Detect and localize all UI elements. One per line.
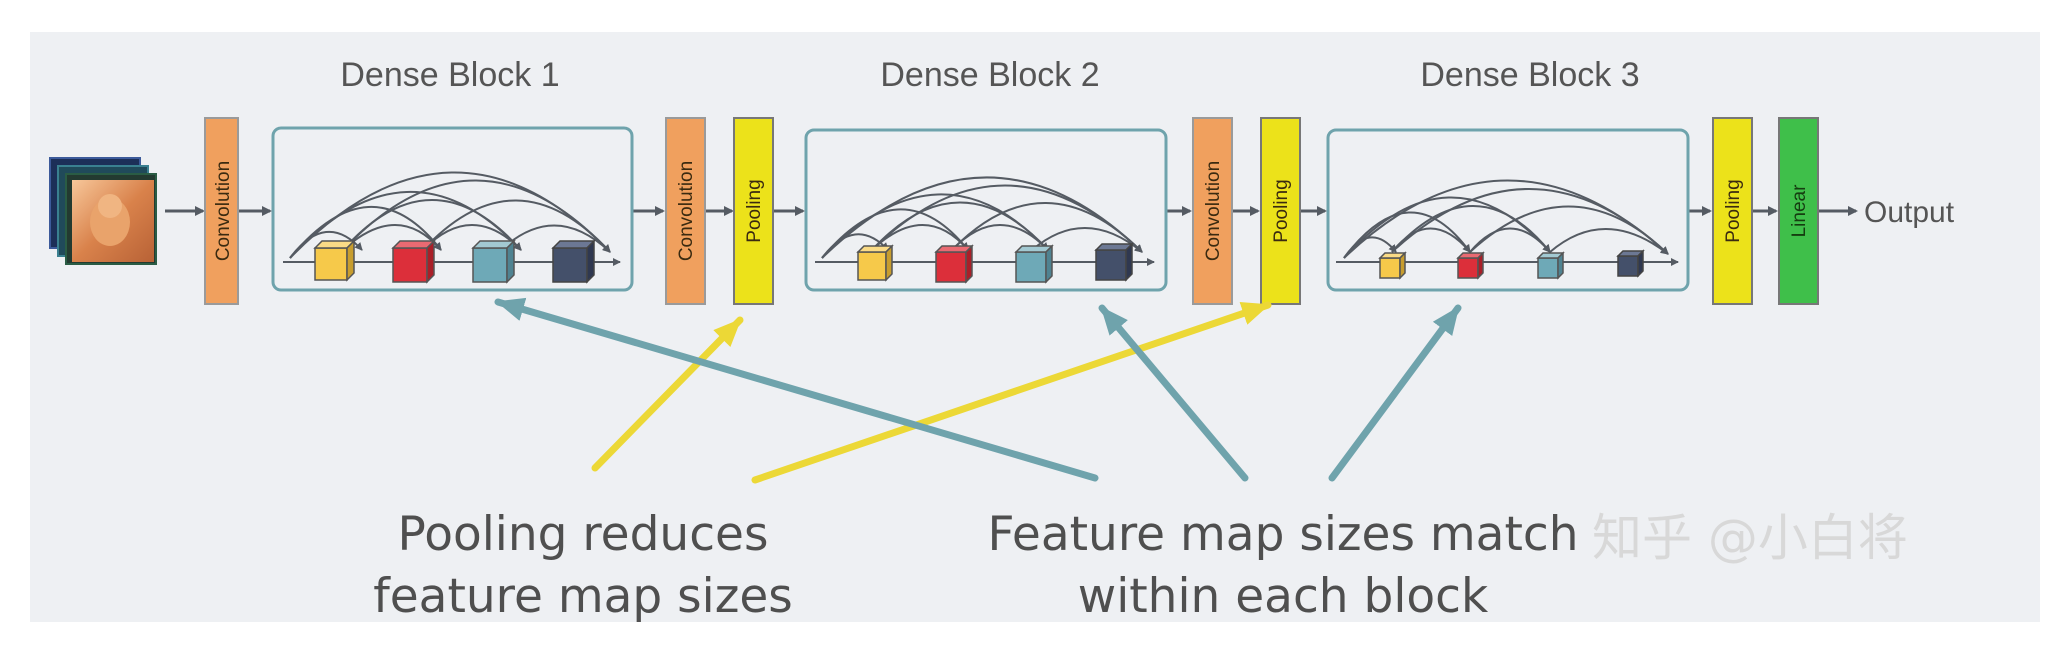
pooling-label: Pooling <box>1271 179 1292 242</box>
feature-map-cube-yellow <box>1378 251 1407 280</box>
convolution-label: Convolution <box>1203 161 1224 261</box>
watermark: 知乎 @小白将 <box>1592 509 1908 567</box>
pooling-layer-1: Pooling <box>733 117 774 305</box>
feature-map-cube-red <box>934 244 974 284</box>
feature-map-cube-navy <box>1616 249 1645 278</box>
block-pointer-arrow-2 <box>1098 304 1249 482</box>
dense-block-1 <box>271 126 634 292</box>
pooling-layer-3: Pooling <box>1712 117 1753 305</box>
feature-map-cube-navy <box>551 239 596 284</box>
feature-caption-line-1: Feature map sizes match <box>987 507 1578 562</box>
feature-map-cube-red <box>1456 251 1485 280</box>
dense-block-1-title: Dense Block 1 <box>340 56 559 94</box>
feature-map-cube-red <box>391 239 436 284</box>
convolution-label: Convolution <box>213 161 234 261</box>
dense-block-3-title: Dense Block 3 <box>1420 56 1639 94</box>
dense-block-2 <box>804 128 1168 292</box>
feature-caption-line-2: within each block <box>1078 569 1489 624</box>
dense-block-3 <box>1326 128 1690 292</box>
feature-map-cube-yellow <box>856 244 894 282</box>
block-pointer-arrow-3 <box>1328 304 1462 482</box>
pooling-label: Pooling <box>1723 179 1744 242</box>
output-label: Output <box>1864 196 1955 229</box>
convolution-layer-1: Convolution <box>204 117 239 305</box>
dense-block-2-title: Dense Block 2 <box>880 56 1099 94</box>
linear-label: Linear <box>1789 184 1810 237</box>
convolution-label: Convolution <box>676 161 697 261</box>
pooling-caption-line-1: Pooling reduces <box>398 507 769 562</box>
pooling-layer-2: Pooling <box>1260 117 1301 305</box>
feature-map-cube-yellow <box>313 239 356 282</box>
pooling-caption-line-2: feature map sizes <box>373 569 793 624</box>
block-pointer-arrow-1 <box>494 297 1099 482</box>
feature-map-cube-teal <box>1536 251 1565 280</box>
pooling-label: Pooling <box>744 179 765 242</box>
feature-map-cube-navy <box>1094 242 1134 282</box>
linear-layer: Linear <box>1778 117 1819 305</box>
feature-map-cube-teal <box>471 239 516 284</box>
pooling-pointer-arrow-1 <box>591 316 744 472</box>
feature-map-cube-teal <box>1014 244 1054 284</box>
convolution-layer-3: Convolution <box>1192 117 1233 305</box>
input-image-stack <box>49 157 157 265</box>
convolution-layer-2: Convolution <box>665 117 706 305</box>
pooling-pointer-arrow-2 <box>751 301 1272 484</box>
annotation-arrows <box>494 297 1462 484</box>
